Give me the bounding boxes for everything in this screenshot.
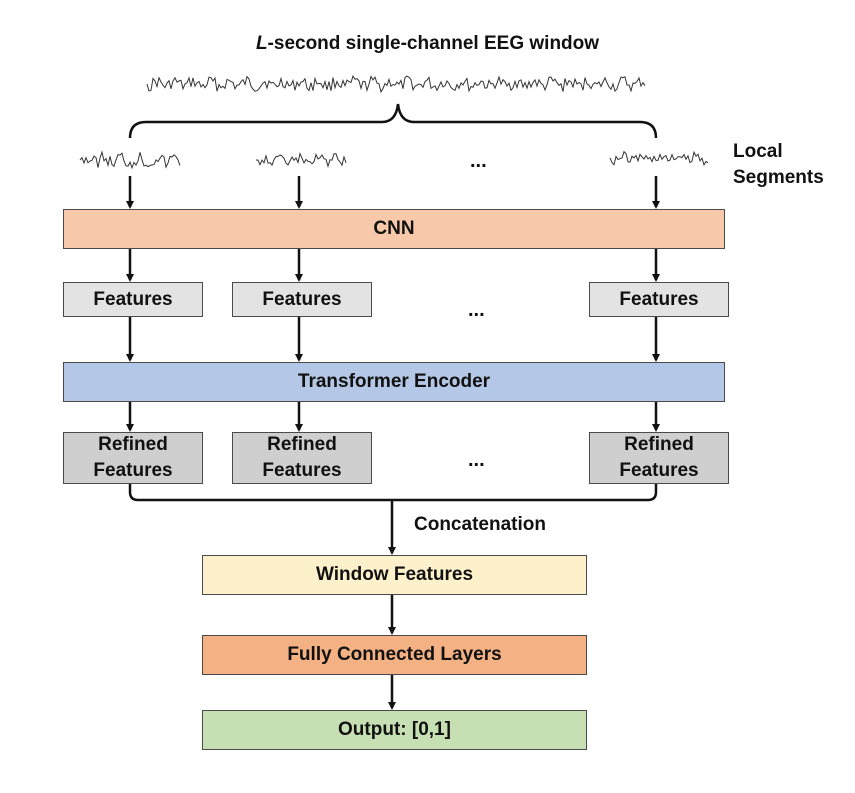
concatenation-bracket (128, 484, 658, 502)
concatenation-label: Concatenation (414, 514, 546, 535)
transformer-encoder-block: Transformer Encoder (63, 362, 725, 402)
output-box: Output: [0,1] (202, 710, 587, 750)
features-box-2: Features (232, 282, 372, 317)
local-segments-label: Local Segments (733, 141, 824, 188)
cnn-block: CNN (63, 209, 725, 249)
refined-features-ellipsis: ... (468, 449, 485, 471)
features-box-3: Features (589, 282, 729, 317)
segments-ellipsis: ... (470, 150, 487, 172)
eeg-segment-signal-1 (79, 150, 181, 170)
eeg-window-signal (146, 74, 646, 94)
window-features-box: Window Features (202, 555, 587, 595)
fully-connected-layers-box: Fully Connected Layers (202, 635, 587, 675)
eeg-segment-signal-3 (609, 150, 709, 167)
features-box-1: Features (63, 282, 203, 317)
diagram-title: L-second single-channel EEG window (255, 33, 600, 54)
eeg-segment-signal-2 (255, 152, 347, 168)
segmentation-brace (128, 103, 658, 139)
features-ellipsis: ... (468, 299, 485, 321)
